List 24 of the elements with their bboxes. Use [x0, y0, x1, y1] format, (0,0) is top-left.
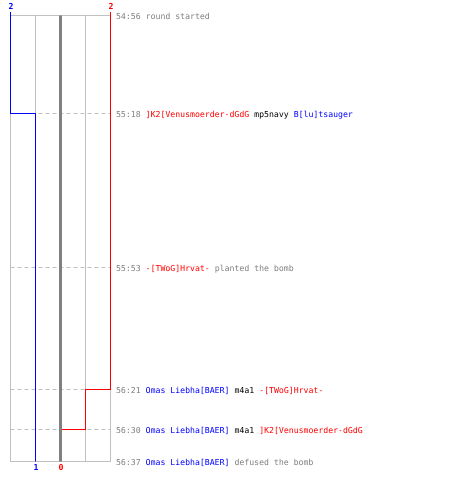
- player-name: ]K2[Venusmoerder-dGdG: [146, 109, 250, 119]
- player-name: -[TWoG]Hrvat-: [259, 385, 324, 395]
- player-name: B[lu]tsauger: [294, 109, 353, 119]
- player-count: 2: [8, 2, 14, 11]
- player-count: 0: [58, 463, 64, 472]
- time-label: 56:21: [116, 385, 141, 395]
- player-name: Omas Liebha[BAER]: [146, 425, 230, 435]
- time-label: 55:18: [116, 109, 141, 119]
- event-text: round started: [146, 11, 210, 21]
- player-count: 2: [108, 2, 114, 11]
- weapon-name: m4a1: [234, 425, 254, 435]
- player-name: ]K2[Venusmoerder-dGdG: [259, 425, 363, 435]
- player-name: Omas Liebha[BAER]: [146, 457, 230, 467]
- time-label: 54:56: [116, 11, 141, 21]
- player-name: -[TWoG]Hrvat-: [146, 263, 210, 273]
- event-text: defused the bomb: [234, 457, 314, 467]
- player-count: 1: [32, 463, 40, 472]
- time-label: 55:53: [116, 263, 141, 273]
- player-name: Omas Liebha[BAER]: [146, 385, 230, 395]
- event-text: planted the bomb: [214, 263, 294, 273]
- weapon-name: m4a1: [234, 385, 254, 395]
- time-label: 56:37: [116, 457, 141, 467]
- weapon-name: mp5navy: [254, 109, 289, 119]
- time-label: 56:30: [116, 425, 141, 435]
